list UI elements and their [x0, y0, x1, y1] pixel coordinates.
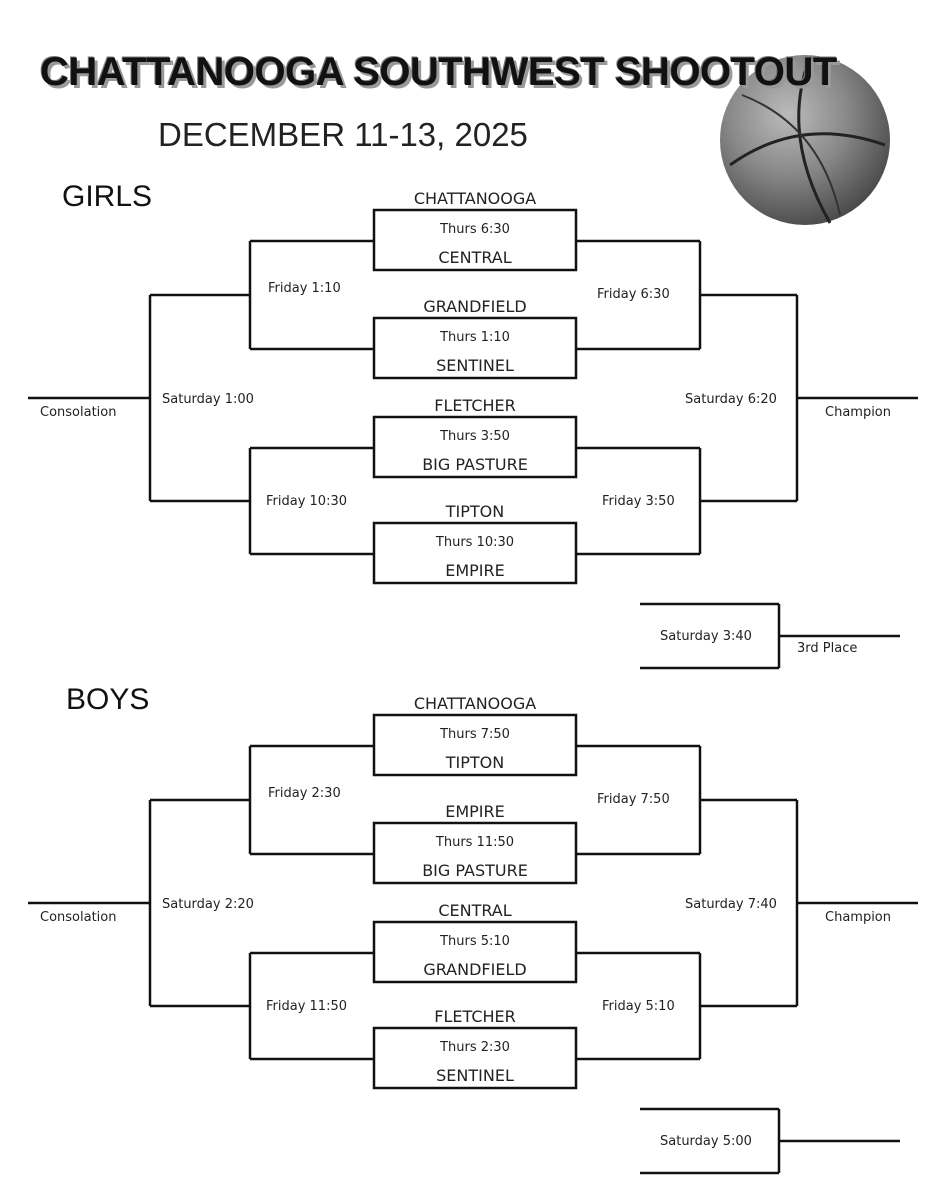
team-bottom: EMPIRE [445, 561, 505, 580]
team-top: EMPIRE [445, 802, 505, 821]
team-bottom: BIG PASTURE [422, 455, 528, 474]
game-time: Thurs 11:50 [435, 835, 514, 850]
consolation-label: Consolation [40, 405, 116, 420]
team-top: FLETCHER [434, 1007, 516, 1026]
semifinal-time: Friday 5:10 [602, 999, 675, 1014]
basketball-image [720, 55, 890, 225]
semifinal-time: Friday 1:10 [268, 281, 341, 296]
team-top: CHATTANOOGA [414, 694, 536, 713]
event-dates: DECEMBER 11-13, 2025 [158, 116, 528, 153]
team-top: FLETCHER [434, 396, 516, 415]
game-time: Thurs 6:30 [439, 222, 510, 237]
consolation-time: Saturday 1:00 [162, 392, 254, 407]
semifinal-time: Friday 2:30 [268, 786, 341, 801]
third-place-time: Saturday 3:40 [660, 629, 752, 644]
semifinal-time: Friday 10:30 [266, 494, 347, 509]
game-time: Thurs 2:30 [439, 1040, 510, 1055]
game-time: Thurs 1:10 [439, 330, 510, 345]
basketball-seams-icon [729, 56, 886, 224]
team-bottom: BIG PASTURE [422, 861, 528, 880]
game-time: Thurs 5:10 [439, 934, 510, 949]
third-place-time: Saturday 5:00 [660, 1134, 752, 1149]
consolation-label: Consolation [40, 910, 116, 925]
girls-heading: GIRLS [62, 180, 153, 213]
third-place-label: 3rd Place [797, 641, 857, 656]
championship-time: Saturday 7:40 [685, 897, 777, 912]
event-title: CHATTANOOGA SOUTHWEST SHOOTOUT [40, 50, 837, 94]
team-bottom: SENTINEL [436, 356, 514, 375]
team-bottom: TIPTON [445, 753, 504, 772]
team-top: CENTRAL [438, 901, 511, 920]
team-top: TIPTON [445, 502, 504, 521]
champion-label: Champion [825, 405, 891, 420]
semifinal-time: Friday 7:50 [597, 792, 670, 807]
team-bottom: GRANDFIELD [423, 960, 526, 979]
consolation-time: Saturday 2:20 [162, 897, 254, 912]
team-bottom: SENTINEL [436, 1066, 514, 1085]
game-time: Thurs 3:50 [439, 429, 510, 444]
semifinal-time: Friday 11:50 [266, 999, 347, 1014]
championship-time: Saturday 6:20 [685, 392, 777, 407]
team-top: GRANDFIELD [423, 297, 526, 316]
boys-heading: BOYS [66, 683, 150, 716]
team-bottom: CENTRAL [438, 248, 511, 267]
game-time: Thurs 10:30 [435, 535, 514, 550]
semifinal-time: Friday 3:50 [602, 494, 675, 509]
game-time: Thurs 7:50 [439, 727, 510, 742]
semifinal-time: Friday 6:30 [597, 287, 670, 302]
champion-label: Champion [825, 910, 891, 925]
team-top: CHATTANOOGA [414, 189, 536, 208]
